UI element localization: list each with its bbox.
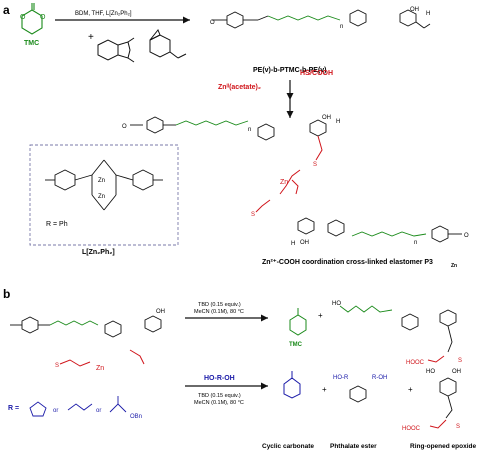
b-ho-r: HO-R [333, 375, 349, 381]
vinyl-cyclohexene-oxide [149, 29, 187, 59]
xlink-lower-ptmc [351, 231, 427, 237]
s-lower: S [251, 212, 255, 218]
b-hooc-top: HOOC [406, 360, 425, 366]
network-left-ptmc [49, 320, 99, 326]
phthalic-anhydride [97, 37, 135, 63]
b-s: S [55, 363, 59, 369]
b-oh-bot: OH [452, 369, 461, 375]
thiol-reagent: HS⁄⁄COOH [300, 70, 333, 77]
cond-top-1: TBD (0.15 equiv.) [198, 302, 241, 308]
b-ho-top: HO [332, 301, 341, 307]
b-s-top: S [458, 358, 462, 364]
label-ring-opened-epoxide: Ring-opened epoxide [410, 443, 476, 450]
network-left-zn [59, 349, 145, 367]
catalyst-r: R = Ph [46, 221, 68, 228]
top-sub-h: H [426, 11, 430, 17]
cyclic-carbonate [283, 371, 301, 399]
polymer-top-ptmc [267, 15, 341, 21]
xl-oh: OH [322, 115, 331, 121]
b-bot-thiol [429, 419, 447, 429]
or-2: or [96, 408, 101, 414]
label-cyclic-carbonate: Cyclic carbonate [262, 443, 314, 450]
polymer-top [212, 9, 431, 29]
xl2-oh: OH [300, 240, 309, 246]
top-sub-n: n [340, 24, 343, 30]
b-ho-bot: HO [426, 369, 435, 375]
xl-o-left: O [122, 124, 127, 130]
cond-bot-2: MeCN (0.1M), 80 °C [194, 400, 244, 406]
panel-a-label: a [3, 3, 10, 17]
cat-zn2: Zn [98, 194, 105, 200]
b-hooc-bot: HOOC [402, 426, 421, 432]
b-plus-2: + [408, 385, 413, 394]
xlink-lower-chain [297, 217, 462, 243]
b-oh: OH [156, 309, 165, 315]
tmc-label: TMC [24, 40, 39, 47]
b-tmc-label: TMC [289, 342, 303, 348]
b-plus-top: + [318, 311, 323, 320]
xl2-sub-n: n [414, 240, 417, 246]
top-oh: OH [410, 7, 419, 13]
tmc-o2: O [40, 14, 46, 21]
diol: HO-R-OH [204, 375, 235, 382]
cond-top-2: MeCN (0.1M), 80 °C [194, 309, 244, 315]
r-options [29, 396, 127, 417]
catalyst-structure [45, 159, 163, 211]
label-phthalate-ester: Phthalate ester [330, 443, 377, 450]
panel-b-label: b [3, 287, 10, 301]
r-equals: R = [8, 405, 19, 412]
zinc-crosslink [255, 135, 323, 213]
b-s-bot: S [456, 424, 460, 430]
b-r-oh: R-OH [372, 375, 387, 381]
top-o-left: O [210, 20, 215, 26]
b-zn-visible: Zn [96, 365, 104, 372]
xlink-upper-chain [130, 116, 327, 141]
cond-bot-1: TBD (0.15 equiv.) [198, 393, 241, 399]
zn-center: Zn [280, 179, 288, 186]
tmc-molecule [21, 3, 43, 35]
cat-zn1: Zn [98, 178, 105, 184]
product-name: PE(v)-b-PTMC-b-PE(v) [253, 67, 327, 74]
b-tmc [289, 308, 307, 336]
xl2-o-right: O [464, 233, 469, 239]
s-upper: S [313, 162, 317, 168]
elastomer-caption: Zn²⁺-COOH coordination cross-linked elas… [262, 259, 433, 266]
tmc-o1: O [20, 14, 26, 21]
reagent-line: BDM, THF, L[Zn₂Ph₂] [75, 11, 132, 17]
plus-a: + [88, 32, 94, 43]
phthalate-ester [349, 385, 367, 403]
ring-opened-epoxide [439, 377, 457, 419]
xlink-upper-ptmc [175, 120, 249, 126]
network-left [10, 315, 162, 338]
b-top-fragment [401, 309, 457, 353]
b-top-thiol [427, 355, 445, 363]
b-plus-1: + [322, 385, 327, 394]
b-top-ptmc [339, 305, 393, 313]
elastomer-sub: Zn [451, 263, 457, 269]
xl2-sub-h: H [291, 241, 295, 247]
zinc-reagent: Znᴵᴵ(acetate)₂ [218, 84, 261, 91]
xl-sub-n: n [248, 127, 251, 133]
xl-sub-h: H [336, 119, 340, 125]
or-1: or [53, 408, 58, 414]
obn-label: OBn [130, 414, 142, 420]
catalyst-label: L[Zn₂Ph₂] [82, 249, 115, 256]
catalyst-box [29, 144, 179, 246]
